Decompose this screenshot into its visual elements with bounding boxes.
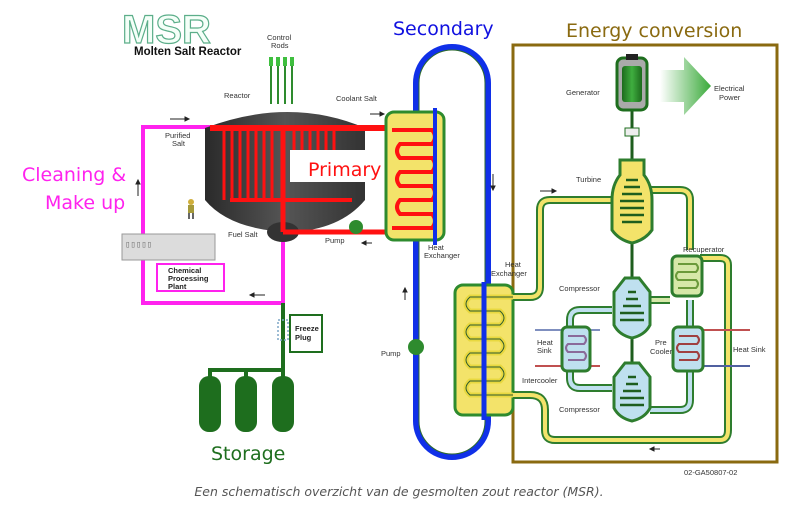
compressor-bottom — [612, 361, 652, 423]
flow-arrows — [135, 111, 660, 452]
primary-heat-exchanger — [384, 108, 446, 245]
electrical-power-label-1: Electrical — [714, 84, 745, 93]
msr-logo: MSR Molten Salt Reactor — [121, 7, 242, 58]
generator-label: Generator — [566, 88, 600, 97]
energy-conversion-box — [511, 43, 779, 464]
figure-caption: Een schematisch overzicht van de gesmolt… — [194, 484, 604, 499]
secondary-label: Secondary — [393, 18, 494, 40]
secondary-pump-label: Pump — [381, 349, 401, 358]
primary-pump — [349, 220, 363, 234]
hx-secondary-label-1: Heat — [505, 260, 522, 269]
recuperator-label: Recuperator — [683, 245, 725, 254]
primary-label: Primary — [308, 159, 381, 181]
storage-tanks — [199, 376, 294, 432]
pre-cooler-label-2: Cooler — [650, 347, 673, 356]
energy-conversion-label: Energy conversion — [566, 20, 742, 42]
compressor-bottom-label: Compressor — [559, 405, 600, 414]
control-rods-label-2: Rods — [271, 41, 289, 50]
secondary-heat-exchanger — [453, 282, 515, 420]
control-console — [121, 233, 216, 261]
freeze-plug-label-1: Freeze — [295, 324, 319, 333]
logo-subtitle: Molten Salt Reactor — [134, 46, 242, 58]
compressor-top-label: Compressor — [559, 284, 600, 293]
coolant-salt-label: Coolant Salt — [336, 94, 378, 103]
control-rods-label-1: Control — [267, 33, 292, 42]
heat-sink-right-label: Heat Sink — [733, 345, 766, 354]
logo-title: MSR — [122, 8, 211, 52]
pre-cooler-label-1: Pre — [655, 338, 667, 347]
fuel-salt-label: Fuel Salt — [228, 230, 259, 239]
chemical-plant-label-2: Processing — [168, 274, 209, 283]
hx-secondary-label-2: Exchanger — [491, 269, 527, 278]
secondary-loop — [413, 44, 491, 460]
purified-salt-label-1: Purified — [165, 131, 190, 140]
hx-primary-label-2: Exchanger — [424, 251, 460, 260]
chemical-plant-label-1: Chemical — [168, 266, 201, 275]
chemical-processing-plant — [156, 263, 225, 292]
compressor-top — [612, 276, 652, 340]
electrical-power-arrow — [660, 57, 711, 115]
reactor-label: Reactor — [224, 91, 251, 100]
intercooler-label: Intercooler — [522, 376, 558, 385]
pre-cooler — [671, 325, 750, 373]
generator — [615, 54, 649, 137]
recuperator — [670, 254, 704, 298]
freeze-plug-label-2: Plug — [295, 333, 312, 342]
control-rods — [269, 57, 294, 104]
cleaning-loop — [141, 125, 285, 305]
turbine-label: Turbine — [576, 175, 601, 184]
person-icon — [188, 199, 194, 219]
freeze-plug — [289, 314, 323, 353]
intercooler — [535, 325, 600, 373]
purified-salt-label-2: Salt — [172, 139, 186, 148]
heat-sink-left-label-1: Heat — [537, 338, 554, 347]
turbine — [610, 158, 654, 245]
cleaning-label-line1: Cleaning & — [22, 164, 126, 186]
electrical-power-label-2: Power — [719, 93, 741, 102]
chemical-plant-label-3: Plant — [168, 282, 187, 291]
figure-id: 02-GA50807-02 — [684, 468, 737, 477]
cleaning-label-line2: Make up — [45, 192, 125, 214]
secondary-pump — [408, 339, 424, 355]
primary-pump-label: Pump — [325, 236, 345, 245]
heat-sink-left-label-2: Sink — [537, 346, 552, 355]
storage-label: Storage — [211, 443, 285, 465]
svg-text:▯▯▯▯▯: ▯▯▯▯▯ — [125, 240, 152, 250]
hx-primary-label-1: Heat — [428, 243, 445, 252]
